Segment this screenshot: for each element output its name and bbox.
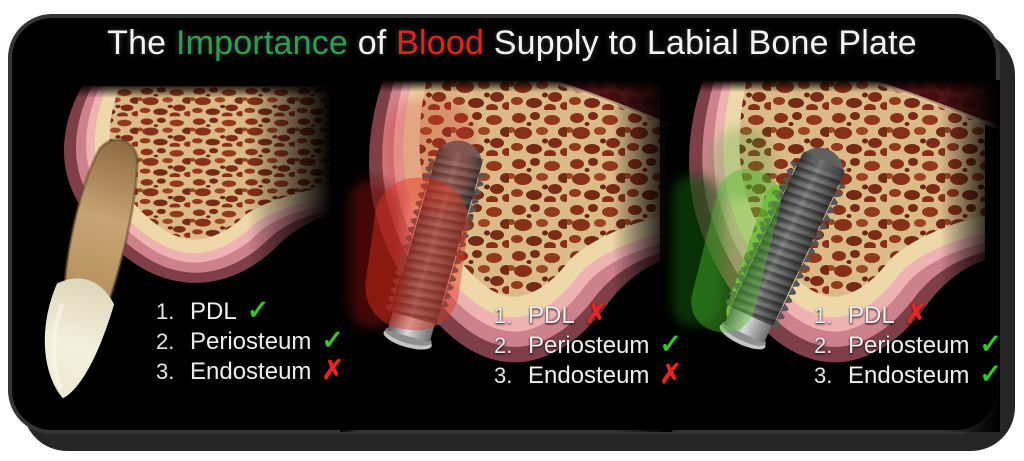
item-number: 1. — [156, 299, 175, 324]
implant-graft-list: 1. PDL ✗ 2. Periosteum ✓ 3. Endosteum ✓ — [814, 301, 1002, 391]
slide-title: The Importance of Blood Supply to Labial… — [0, 24, 1024, 63]
cross-icon: ✗ — [659, 359, 683, 389]
list-item: 2. Periosteum ✓ — [814, 331, 1002, 361]
title-segment: The — [107, 24, 176, 62]
title-segment: of — [348, 24, 397, 62]
item-label: PDL — [190, 298, 237, 325]
item-label: Endosteum — [190, 358, 312, 385]
item-number: 2. — [814, 333, 833, 358]
cross-icon: ✗ — [904, 299, 928, 329]
item-label: Endosteum — [848, 362, 970, 389]
cross-icon: ✗ — [584, 299, 608, 329]
item-number: 2. — [156, 329, 175, 354]
check-icon: ✓ — [979, 329, 1003, 359]
item-label: Periosteum — [190, 328, 312, 355]
item-number: 3. — [814, 363, 833, 388]
item-number: 3. — [494, 363, 513, 388]
item-label: PDL — [848, 302, 895, 329]
item-label: Endosteum — [528, 362, 650, 389]
item-label: PDL — [528, 302, 575, 329]
check-icon: ✓ — [659, 329, 683, 359]
check-icon: ✓ — [246, 295, 270, 325]
natural-tooth-list: 1. PDL ✓ 2. Periosteum ✓ 3. Endosteum ✗ — [156, 297, 344, 387]
title-segment: Supply to Labial Bone Plate — [484, 24, 917, 62]
blood-supply-preserved-overlay — [668, 175, 722, 327]
item-label: Periosteum — [528, 332, 650, 359]
tooth — [30, 132, 149, 406]
natural-tooth-illustration — [22, 84, 332, 429]
title-word-blood: Blood — [396, 24, 485, 62]
check-icon: ✓ — [321, 325, 345, 355]
list-item: 1. PDL ✗ — [494, 301, 682, 331]
implant-thin-labial-plate-illustration — [340, 80, 672, 432]
cross-icon: ✗ — [321, 355, 345, 385]
item-label: Periosteum — [848, 332, 970, 359]
item-number: 2. — [494, 333, 513, 358]
check-icon: ✓ — [979, 359, 1003, 389]
list-item: 3. Endosteum ✗ — [156, 357, 344, 387]
title-word-importance: Importance — [175, 24, 349, 62]
item-number: 1. — [814, 303, 833, 328]
list-item: 1. PDL ✓ — [156, 297, 344, 327]
list-item: 3. Endosteum ✓ — [814, 361, 1002, 391]
list-item: 2. Periosteum ✓ — [156, 327, 344, 357]
implant-grafted-labial-plate-illustration — [660, 80, 1000, 432]
item-number: 3. — [156, 359, 175, 384]
list-item: 3. Endosteum ✗ — [494, 361, 682, 391]
list-item: 2. Periosteum ✓ — [494, 331, 682, 361]
implant-labial-list: 1. PDL ✗ 2. Periosteum ✓ 3. Endosteum ✗ — [494, 301, 682, 391]
list-item: 1. PDL ✗ — [814, 301, 1002, 331]
item-number: 1. — [494, 303, 513, 328]
